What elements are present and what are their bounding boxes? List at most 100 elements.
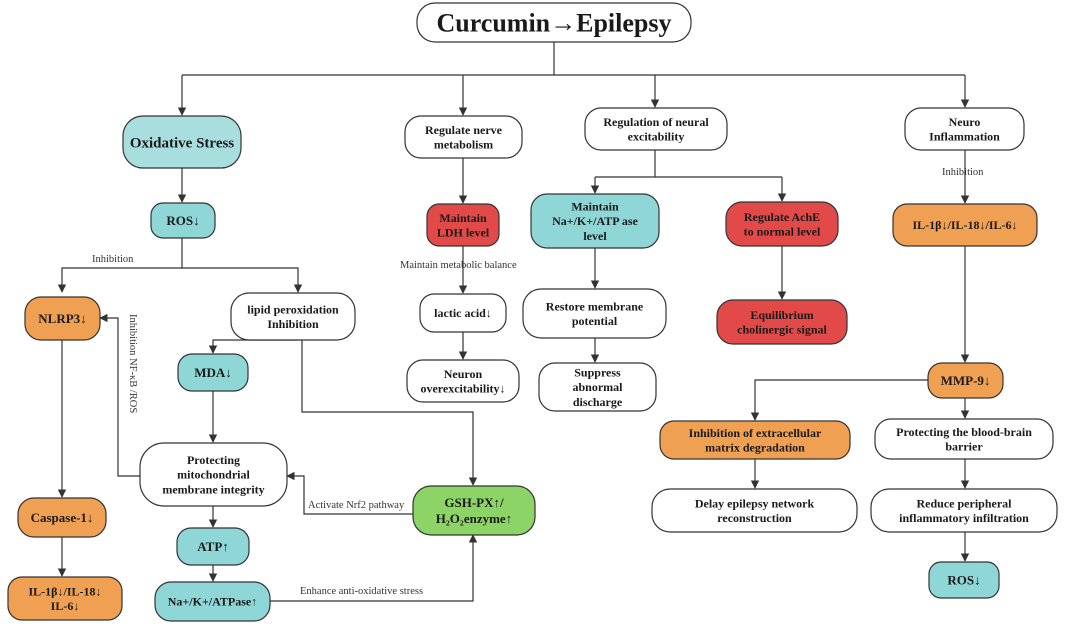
node-box-na-k-atpase-up xyxy=(154,581,271,622)
node-label-inhibit-ecm: Inhibition of extracellular xyxy=(689,426,822,440)
node-box-neuro-inflammation xyxy=(904,107,1025,151)
node-label-maintain-ldh: Maintain xyxy=(439,211,487,225)
node-box-gsh-px xyxy=(412,485,536,536)
node-ros-right: ROS↓ xyxy=(928,561,1000,599)
node-label-ros-left: ROS↓ xyxy=(166,213,199,228)
node-box-oxidative-stress xyxy=(122,115,242,169)
node-box-regulate-nerve-metabolism xyxy=(404,115,523,159)
node-box-lipid-peroxidation xyxy=(230,292,356,341)
node-label-neuro-inflammation: Neuro xyxy=(949,115,981,129)
node-box-delay-network xyxy=(651,488,858,533)
node-label-regulate-ache: Regulate AchE xyxy=(744,210,820,224)
node-box-mda xyxy=(177,353,249,392)
edge-ros-split xyxy=(57,238,183,293)
node-box-caspase1 xyxy=(17,497,107,538)
node-label-il-group-left: IL-1β↓/IL-18↓ xyxy=(29,584,102,598)
node-oxidative-stress: Oxidative Stress xyxy=(122,115,242,169)
node-box-protect-bbb xyxy=(874,418,1054,460)
node-label-regulate-nerve-metabolism: Regulate nerve xyxy=(425,123,503,137)
node-mmp9: MMP-9↓ xyxy=(927,362,1004,399)
node-label-atp: ATP↑ xyxy=(197,539,229,554)
node-label-regulation-neural-excitability: excitability xyxy=(628,130,685,144)
node-label-lipid-peroxidation: lipid peroxidation xyxy=(247,302,339,316)
node-label-regulate-ache: to normal level xyxy=(744,225,821,239)
node-label-delay-network: Delay epilepsy network xyxy=(695,496,815,510)
node-label-suppress-discharge: abnormal xyxy=(572,380,623,394)
node-box-ros-left xyxy=(150,202,216,239)
node-label-restore-membrane: Restore membrane xyxy=(546,299,644,313)
node-box-il-group-right xyxy=(892,203,1038,247)
node-box-regulate-ache xyxy=(725,201,839,247)
node-atp: ATP↑ xyxy=(176,527,250,566)
node-label-na-k-atpase-up: Na+/K+/ATPase↑ xyxy=(168,595,257,609)
node-label-reduce-infiltration: inflammatory infiltration xyxy=(899,511,1029,525)
edge-label-antioxidative: Enhance anti-oxidative stress xyxy=(300,586,423,597)
node-label-il-group-left: IL-6↓ xyxy=(51,599,80,613)
node-label-regulate-nerve-metabolism: metabolism xyxy=(434,138,493,152)
node-gsh-px: GSH-PX↑/H₂O₂enzyme↑ xyxy=(412,485,536,536)
node-box-il-group-left xyxy=(7,576,123,621)
node-box-ros-right xyxy=(928,561,1000,599)
edge-label-nrf2: Activate Nrf2 pathway xyxy=(308,500,405,511)
node-caspase1: Caspase-1↓ xyxy=(17,497,107,538)
edge-na-gsh xyxy=(270,534,478,602)
node-label-protecting-mito: membrane integrity xyxy=(162,482,264,496)
node-il-group-right: IL-1β↓/IL-18↓/IL-6↓ xyxy=(892,203,1038,247)
node-box-atp xyxy=(176,527,250,566)
node-label-mmp9: MMP-9↓ xyxy=(941,373,991,388)
node-box-mmp9 xyxy=(927,362,1004,399)
node-ros-left: ROS↓ xyxy=(150,202,216,239)
node-box-suppress-discharge xyxy=(538,362,657,412)
node-label-restore-membrane: potential xyxy=(572,314,618,328)
node-box-regulation-neural-excitability xyxy=(584,107,728,151)
edge-label-inhibition-left: Inhibition xyxy=(92,254,134,265)
node-label-maintain-ldh: LDH level xyxy=(437,226,490,240)
node-box-restore-membrane xyxy=(522,288,667,339)
node-label-nlrp3: NLRP3↓ xyxy=(38,311,86,326)
node-box-reduce-infiltration xyxy=(870,488,1058,533)
node-box-protecting-mito xyxy=(139,442,288,507)
node-label-protect-bbb: barrier xyxy=(945,440,983,454)
node-label-title: Curcumin→Epilepsy xyxy=(436,9,671,38)
node-label-protecting-mito: Protecting xyxy=(187,453,240,467)
node-label-il-group-right: IL-1β↓/IL-18↓/IL-6↓ xyxy=(913,218,1018,232)
node-label-maintain-na-k-atpase: Maintain xyxy=(571,200,619,214)
node-label-equilibrium-cholinergic: Equilibrium xyxy=(750,308,813,322)
edge-mmp-ecm xyxy=(750,379,928,421)
edge-label-maintain-balance: Maintain metabolic balance xyxy=(400,260,517,271)
node-il-group-left: IL-1β↓/IL-18↓IL-6↓ xyxy=(7,576,123,621)
node-box-maintain-na-k-atpase xyxy=(530,193,660,249)
node-label-oxidative-stress: Oxidative Stress xyxy=(130,135,234,151)
node-label-maintain-na-k-atpase: level xyxy=(583,229,607,243)
node-box-title xyxy=(416,2,692,43)
node-label-gsh-px: H₂O₂enzyme↑ xyxy=(436,511,512,526)
edge-ros-lipid xyxy=(182,267,303,293)
node-label-lipid-peroxidation: Inhibition xyxy=(267,317,319,331)
node-label-neuro-inflammation: Inflammation xyxy=(929,130,1000,144)
node-label-neuron-overexcitability: Neuron xyxy=(444,367,483,381)
node-label-delay-network: reconstruction xyxy=(717,511,792,525)
edge-label-inhibition-right: Inhibition xyxy=(942,167,984,178)
node-label-mda: MDA↓ xyxy=(194,365,232,380)
node-label-gsh-px: GSH-PX↑/ xyxy=(444,495,504,510)
node-label-maintain-na-k-atpase: Na+/K+/ATP ase xyxy=(552,214,638,228)
node-label-regulation-neural-excitability: Regulation of neural xyxy=(603,115,709,129)
node-na-k-atpase-up: Na+/K+/ATPase↑ xyxy=(154,581,271,622)
node-box-nlrp3 xyxy=(24,296,101,341)
node-lactic-acid: lactic acid↓ xyxy=(419,293,507,333)
node-box-inhibit-ecm xyxy=(659,420,851,460)
node-mda: MDA↓ xyxy=(177,353,249,392)
